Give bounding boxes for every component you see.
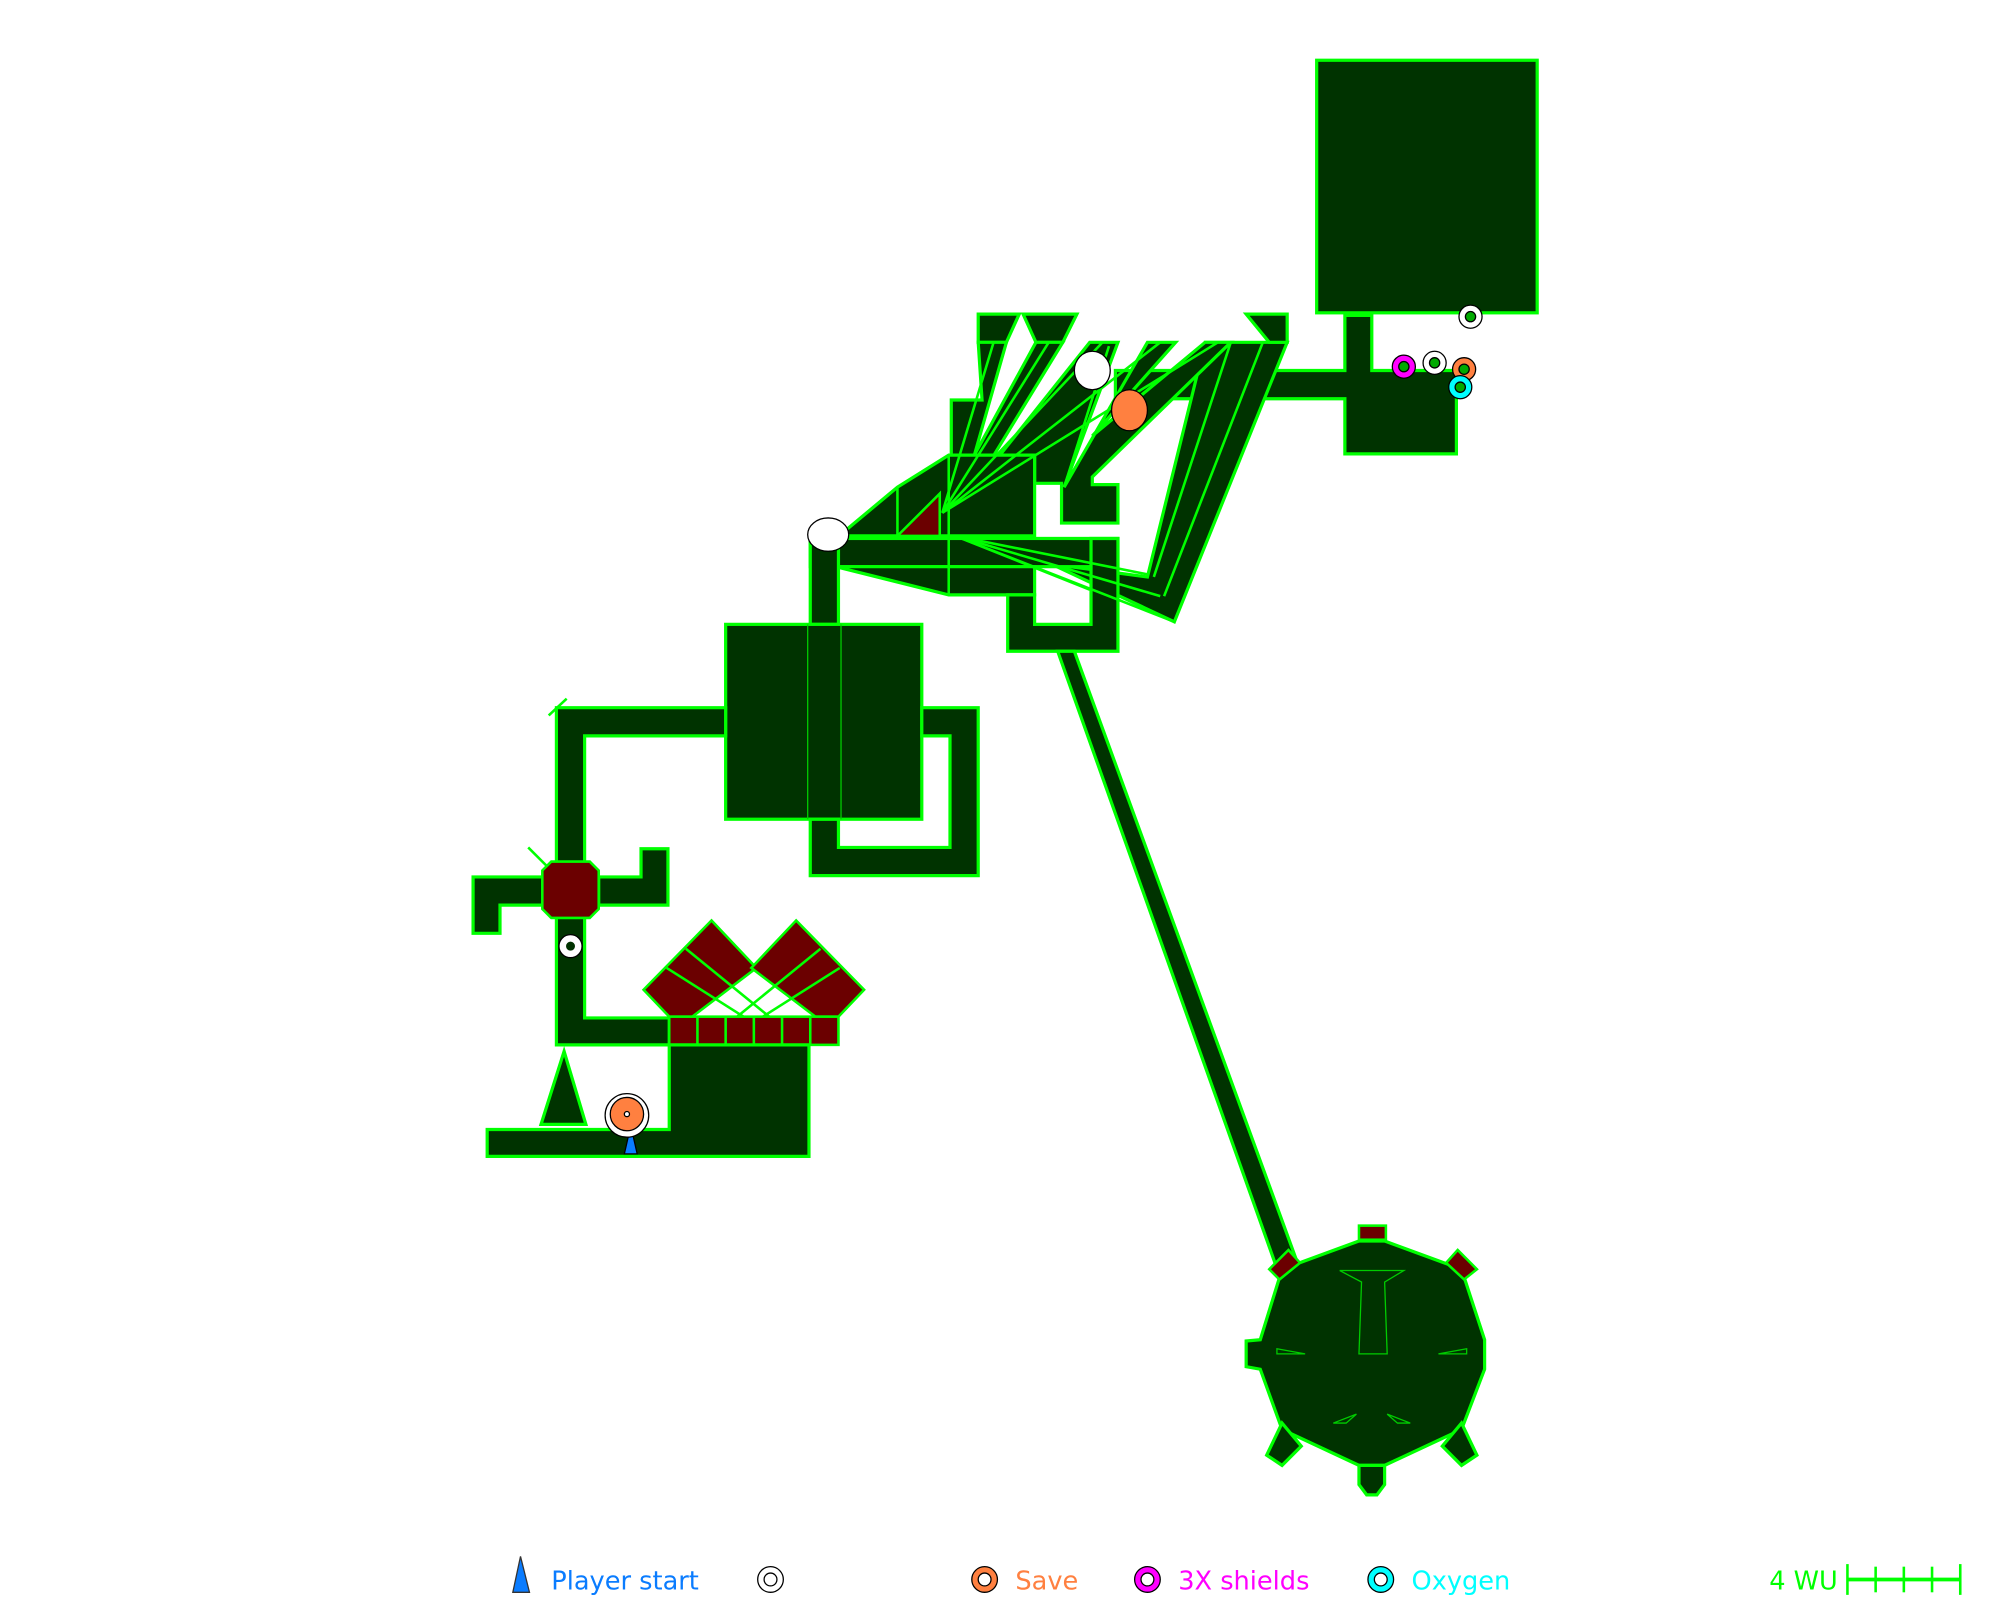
tab-top-1 [976,312,1022,344]
left-corridor [554,706,728,1047]
cross-arm-right [597,847,670,907]
scale-bar [1846,1564,1962,1595]
long-corridor [1055,649,1300,1279]
central-lower [835,565,1037,597]
tab-top-2 [1020,312,1080,344]
map-geometry [471,58,1539,1497]
legend-label-shields: 3X shields [1178,1567,1309,1597]
scale-label: 4 WU [1769,1567,1838,1597]
white-blob-icon [807,517,850,552]
spike [538,1045,589,1126]
white-blob-icon [1073,350,1111,391]
player-start-icon [512,1556,531,1593]
central-frame [1006,536,1120,653]
orange-blob-icon [1110,389,1149,432]
tab-top-3 [1242,312,1289,344]
hazard-fan [641,918,866,1047]
fan-area [971,340,1235,525]
map-items [558,304,1483,1155]
legend: Player start Save 3X shields Oxygen 4 WU [512,1556,1962,1597]
legend-label-oxygen: Oxygen [1412,1567,1511,1597]
big-room [724,622,924,821]
room-top-right [1315,58,1539,315]
loop-corridor [808,706,980,878]
fan-lines [896,341,1219,623]
central-band [808,536,1120,569]
cross-arm-left [471,875,546,935]
legend-label-save: Save [1015,1567,1078,1597]
hazard-triangle [894,490,942,538]
start-room [485,1043,811,1159]
legend-label-player-start: Player start [551,1567,699,1597]
player-start-icon [623,1125,638,1155]
hazard-octagon [541,860,600,920]
